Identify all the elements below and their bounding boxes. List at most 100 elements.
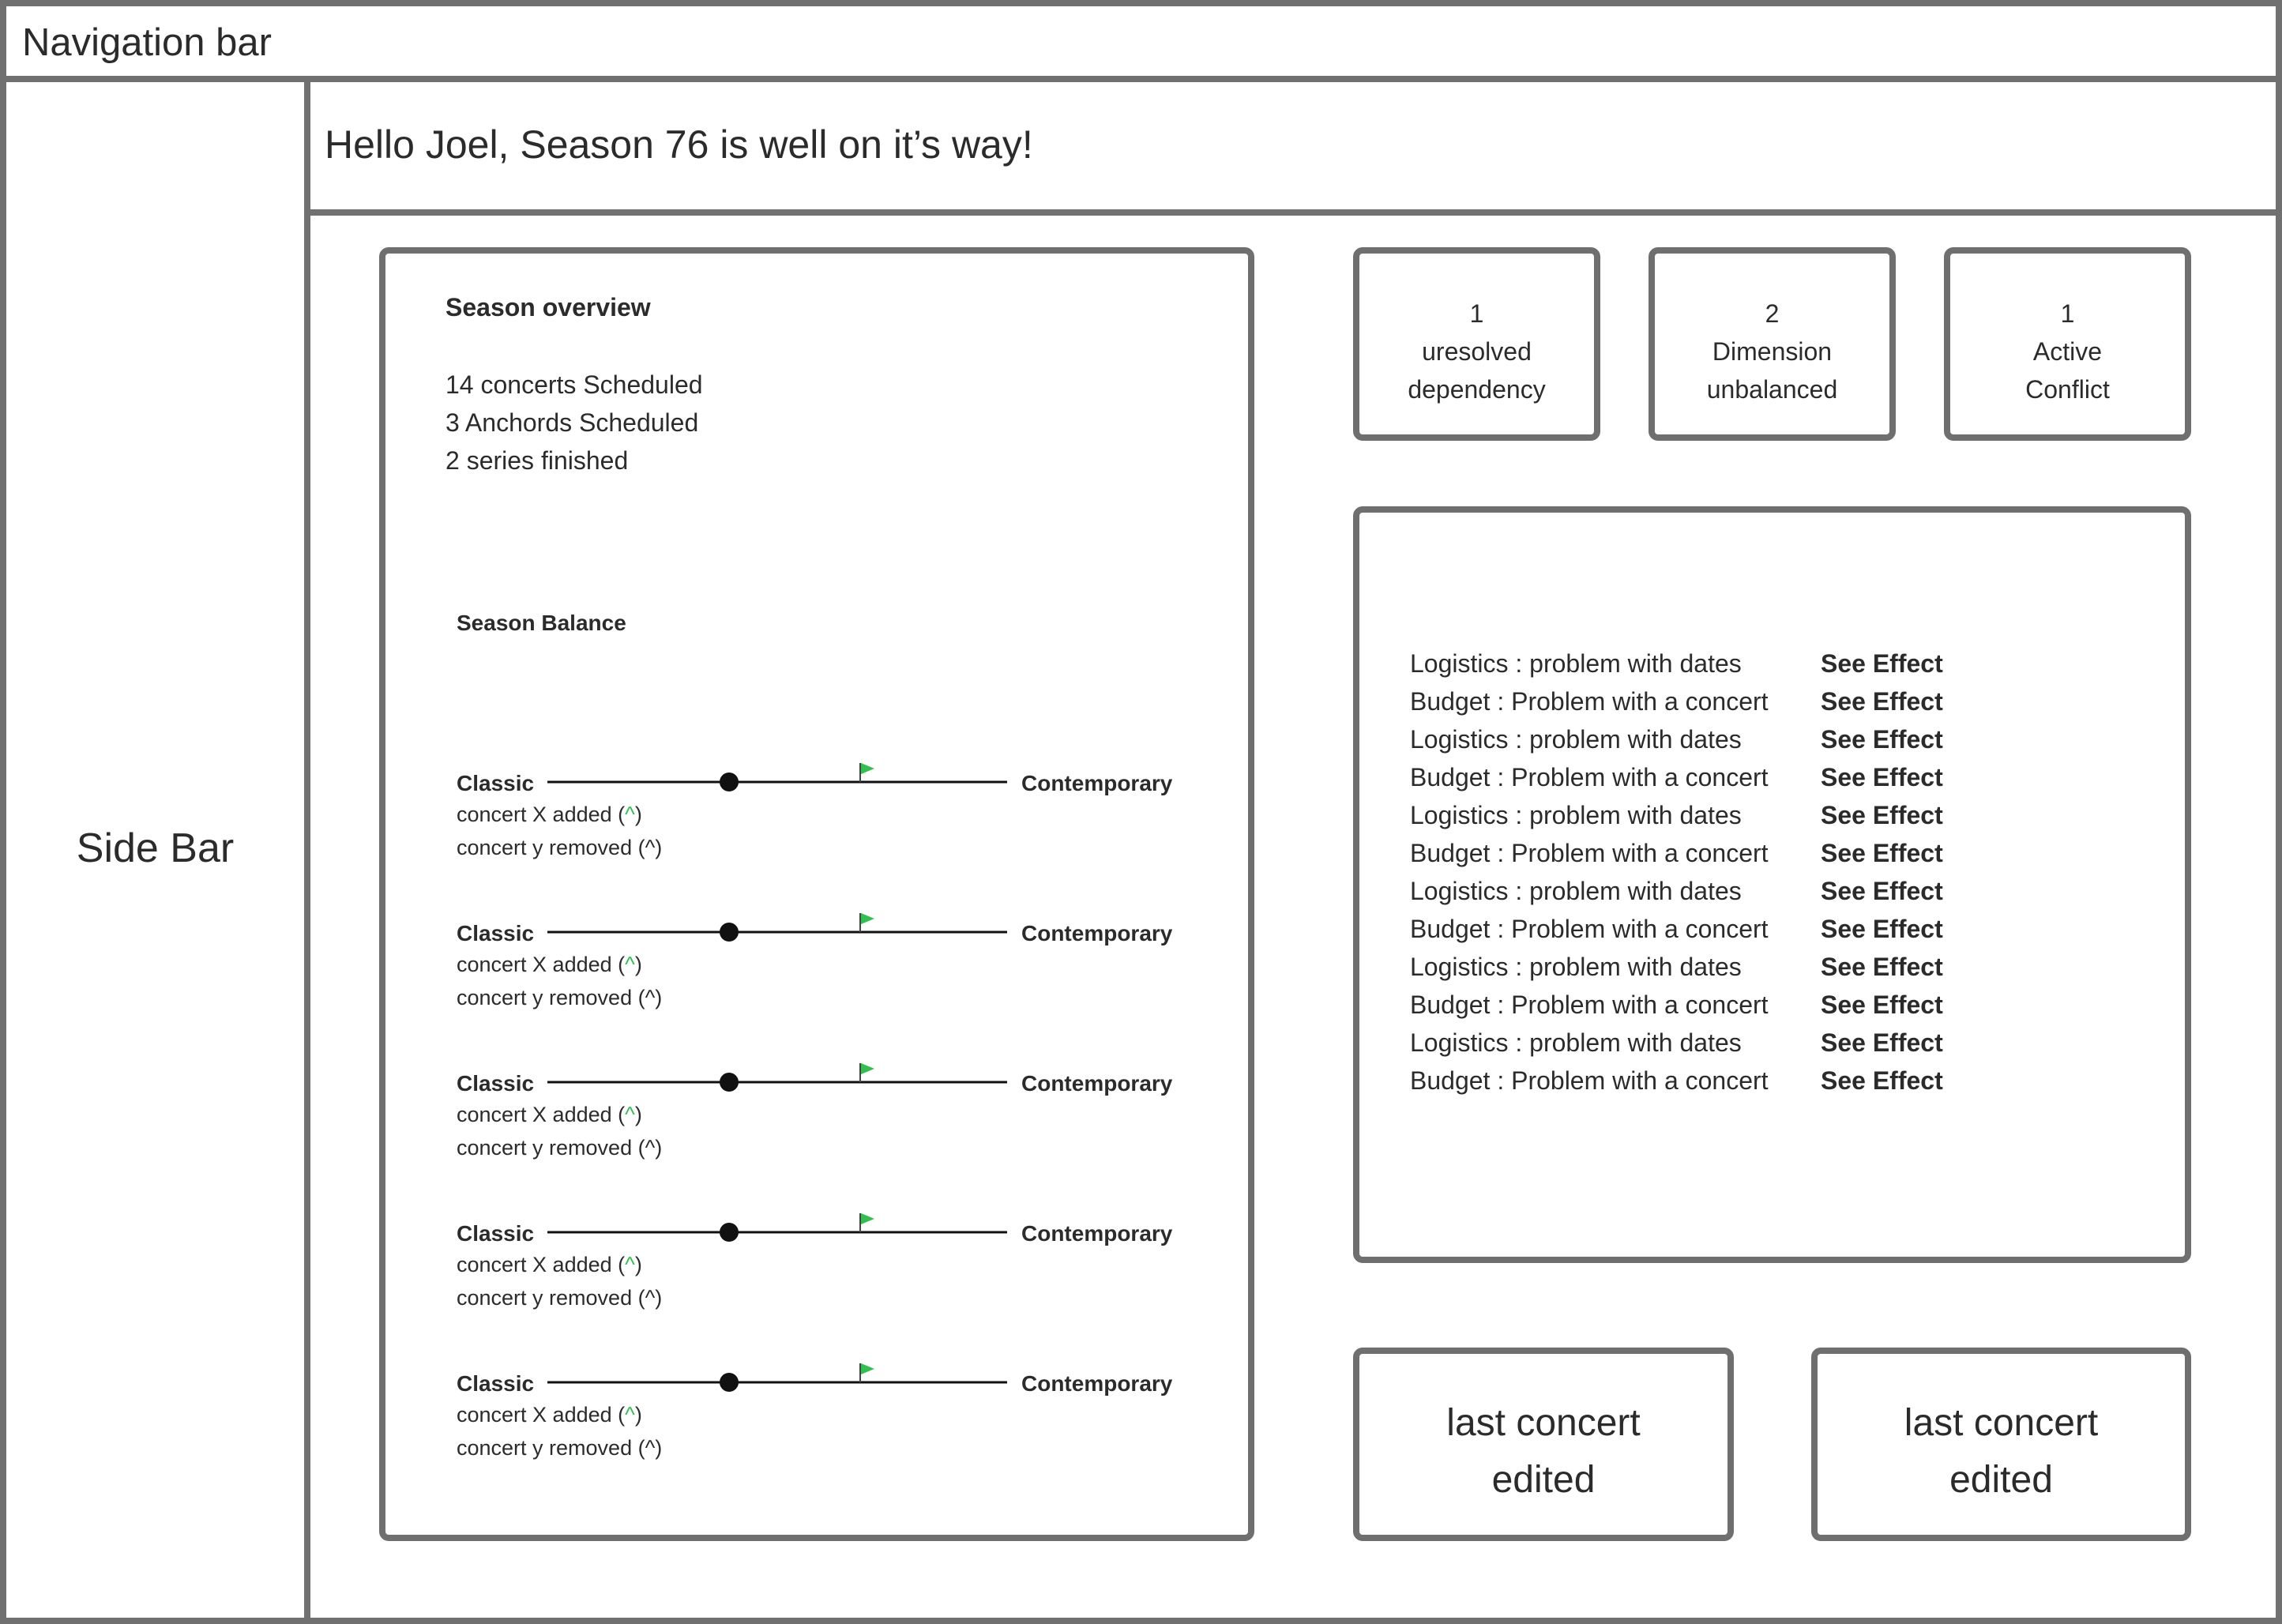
- see-effect-link[interactable]: See Effect: [1821, 763, 1943, 791]
- issue-text: Budget : Problem with a concert: [1410, 763, 1769, 791]
- last-card-line1: last concert: [1446, 1402, 1641, 1444]
- card-label-line1: uresolved: [1422, 337, 1532, 366]
- issue-row: Budget : Problem with a concert See Effec…: [1410, 758, 2121, 796]
- season-balance-title: Season Balance: [457, 611, 626, 635]
- see-effect-link[interactable]: See Effect: [1821, 1028, 1943, 1057]
- caret-up-icon: ^: [625, 1403, 635, 1427]
- greeting-banner: Hello Joel, Season 76 is well on it’s wa…: [304, 76, 2282, 216]
- last-concert-edited-card[interactable]: last concert edited: [1353, 1348, 1734, 1541]
- slider-knob[interactable]: [720, 1223, 739, 1242]
- flag-icon: [859, 763, 874, 782]
- card-label-line1: Dimension: [1712, 337, 1833, 366]
- issue-row: Budget : Problem with a concert See Effec…: [1410, 910, 2121, 948]
- see-effect-link[interactable]: See Effect: [1821, 801, 1943, 829]
- issue-row: Logistics : problem with dates See Effect: [1410, 720, 2121, 758]
- issue-row: Logistics : problem with dates See Effect: [1410, 948, 2121, 986]
- flag-icon: [859, 1063, 874, 1082]
- balance-slider-row: Classic Contemporary concert X added (^)…: [457, 1063, 1215, 1166]
- slider-knob[interactable]: [720, 923, 739, 942]
- slider-change-removed: concert y removed (^): [457, 836, 663, 859]
- slider-change-removed: concert y removed (^): [457, 986, 663, 1009]
- caret-up-icon: ^: [625, 803, 635, 826]
- see-effect-link[interactable]: See Effect: [1821, 877, 1943, 905]
- slider-label-right: Contemporary: [1021, 1221, 1173, 1246]
- navigation-bar-label: Navigation bar: [22, 21, 272, 64]
- card-label-line2: Conflict: [2025, 375, 2110, 404]
- sidebar-label: Side Bar: [76, 825, 235, 871]
- see-effect-link[interactable]: See Effect: [1821, 649, 1943, 678]
- slider-label-right: Contemporary: [1021, 1071, 1173, 1096]
- stat-concerts-scheduled: 14 concerts Scheduled: [445, 370, 703, 399]
- see-effect-link[interactable]: See Effect: [1821, 1066, 1943, 1095]
- flag-icon: [859, 1213, 874, 1232]
- balance-slider-row: Classic Contemporary concert X added (^)…: [457, 763, 1215, 866]
- see-effect-link[interactable]: See Effect: [1821, 915, 1943, 943]
- slider-label-left: Classic: [457, 1221, 535, 1246]
- caret-up-icon: ^: [625, 1103, 635, 1126]
- see-effect-link[interactable]: See Effect: [1821, 725, 1943, 754]
- season-stats: 14 concerts Scheduled 3 Anchords Schedul…: [445, 366, 703, 479]
- slider-label-right: Contemporary: [1021, 1371, 1173, 1396]
- slider-label-left: Classic: [457, 1371, 535, 1396]
- balance-slider-row: Classic Contemporary concert X added (^)…: [457, 1363, 1215, 1466]
- slider-label-right: Contemporary: [1021, 771, 1173, 795]
- card-label-line2: dependency: [1408, 375, 1546, 404]
- see-effect-link[interactable]: See Effect: [1821, 687, 1943, 716]
- see-effect-link[interactable]: See Effect: [1821, 991, 1943, 1019]
- flag-icon: [859, 1363, 874, 1382]
- slider-knob[interactable]: [720, 1073, 739, 1092]
- dimension-unbalanced-card[interactable]: 2 Dimension unbalanced: [1649, 247, 1896, 441]
- issue-text: Logistics : problem with dates: [1410, 725, 1742, 754]
- balance-slider[interactable]: [547, 1199, 1013, 1246]
- season-overview-card: Season overview 14 concerts Scheduled 3 …: [379, 247, 1254, 1541]
- slider-label-left: Classic: [457, 771, 535, 795]
- card-count: 2: [1765, 299, 1780, 328]
- caret-up-icon: ^: [625, 1253, 635, 1276]
- slider-label-left: Classic: [457, 921, 535, 945]
- issue-text: Budget : Problem with a concert: [1410, 915, 1769, 943]
- issue-text: Budget : Problem with a concert: [1410, 687, 1769, 716]
- season-overview-title: Season overview: [445, 293, 651, 321]
- slider-change-removed: concert y removed (^): [457, 1286, 663, 1310]
- last-card-line2: edited: [1949, 1459, 2053, 1501]
- issue-text: Logistics : problem with dates: [1410, 801, 1742, 829]
- stat-anchors-scheduled: 3 Anchords Scheduled: [445, 408, 699, 437]
- last-card-line1: last concert: [1904, 1402, 2099, 1444]
- last-concert-edited-card[interactable]: last concert edited: [1811, 1348, 2191, 1541]
- balance-slider[interactable]: [547, 1349, 1013, 1397]
- stat-series-finished: 2 series finished: [445, 446, 629, 475]
- card-count: 1: [1469, 299, 1484, 328]
- slider-change-added: concert X added (^): [457, 953, 642, 976]
- flag-icon: [859, 913, 874, 932]
- issue-text: Logistics : problem with dates: [1410, 953, 1742, 981]
- slider-knob[interactable]: [720, 773, 739, 791]
- slider-change-added: concert X added (^): [457, 1103, 642, 1126]
- slider-change-added: concert X added (^): [457, 803, 642, 826]
- navigation-bar: Navigation bar: [0, 0, 2282, 82]
- slider-change-added: concert X added (^): [457, 1403, 642, 1427]
- issue-text: Logistics : problem with dates: [1410, 649, 1742, 678]
- greeting-text: Hello Joel, Season 76 is well on it’s wa…: [325, 122, 1033, 167]
- slider-change-removed: concert y removed (^): [457, 1136, 663, 1160]
- slider-knob[interactable]: [720, 1373, 739, 1392]
- slider-change-removed: concert y removed (^): [457, 1436, 663, 1460]
- card-label-line2: unbalanced: [1706, 375, 1838, 404]
- card-label-line1: Active: [2032, 337, 2103, 366]
- last-card-line2: edited: [1491, 1459, 1596, 1501]
- card-count: 1: [2060, 299, 2075, 328]
- balance-slider[interactable]: [547, 899, 1013, 946]
- issue-row: Logistics : problem with dates See Effect: [1410, 645, 2121, 682]
- balance-slider[interactable]: [547, 749, 1013, 796]
- see-effect-link[interactable]: See Effect: [1821, 839, 1943, 867]
- see-effect-link[interactable]: See Effect: [1821, 953, 1943, 981]
- unresolved-dependency-card[interactable]: 1 uresolved dependency: [1353, 247, 1600, 441]
- issue-text: Logistics : problem with dates: [1410, 877, 1742, 905]
- issue-text: Budget : Problem with a concert: [1410, 991, 1769, 1019]
- balance-slider[interactable]: [547, 1049, 1013, 1096]
- issue-row: Logistics : problem with dates See Effect: [1410, 872, 2121, 910]
- active-conflict-card[interactable]: 1 Active Conflict: [1944, 247, 2191, 441]
